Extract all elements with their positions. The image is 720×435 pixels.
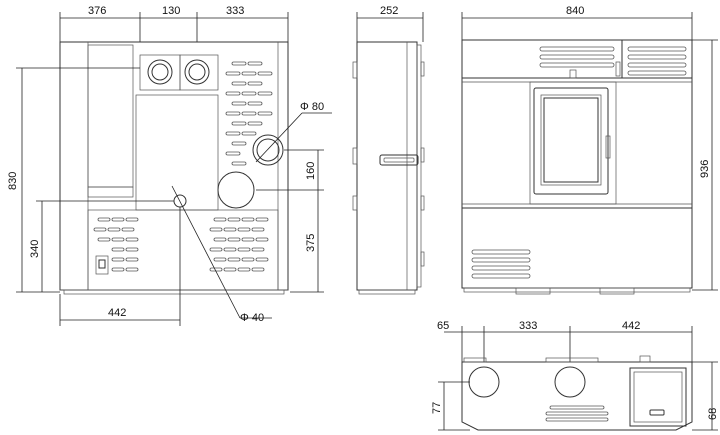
outlet-80-circle — [252, 134, 284, 166]
outlet-diameter-label: Φ 80 — [300, 101, 324, 113]
rear-pipe-right — [184, 59, 210, 85]
rear-view: 376 130 333 — [7, 5, 332, 326]
front-dim-width: 840 — [566, 5, 584, 17]
rear-dim-outlet-height: 160 — [305, 162, 317, 180]
side-view: 252 — [352, 5, 425, 295]
top-view: 65 333 442 77 68 — [431, 320, 719, 431]
rear-dim-height-pipe: 340 — [29, 240, 41, 258]
top-dim-b: 333 — [519, 320, 537, 332]
inlet-diameter-label: Φ 40 — [240, 312, 264, 324]
control-panel — [95, 255, 109, 275]
stove-door — [533, 87, 609, 195]
rear-dim-height-total: 830 — [7, 172, 19, 190]
top-dim-c: 442 — [622, 320, 640, 332]
top-pipe-right — [554, 366, 586, 398]
rear-dim-bottom-offset: 442 — [108, 307, 126, 319]
rear-dim-right: 333 — [226, 5, 244, 17]
top-dim-d: 77 — [431, 402, 443, 414]
top-dim-e: 68 — [707, 408, 719, 420]
top-hopper — [629, 367, 687, 427]
rear-pipe-left — [147, 59, 173, 85]
side-handle — [379, 154, 419, 166]
rear-dim-pipes: 130 — [162, 5, 180, 17]
stove-window — [543, 97, 599, 183]
rear-dim-left: 376 — [88, 5, 106, 17]
rear-body — [59, 41, 289, 291]
rear-dim-inlet-height: 375 — [305, 234, 317, 252]
front-view: 840 936 — [461, 5, 718, 295]
top-dim-a: 65 — [437, 320, 449, 332]
side-dim-depth: 252 — [380, 5, 398, 17]
front-dim-height: 936 — [699, 160, 711, 178]
